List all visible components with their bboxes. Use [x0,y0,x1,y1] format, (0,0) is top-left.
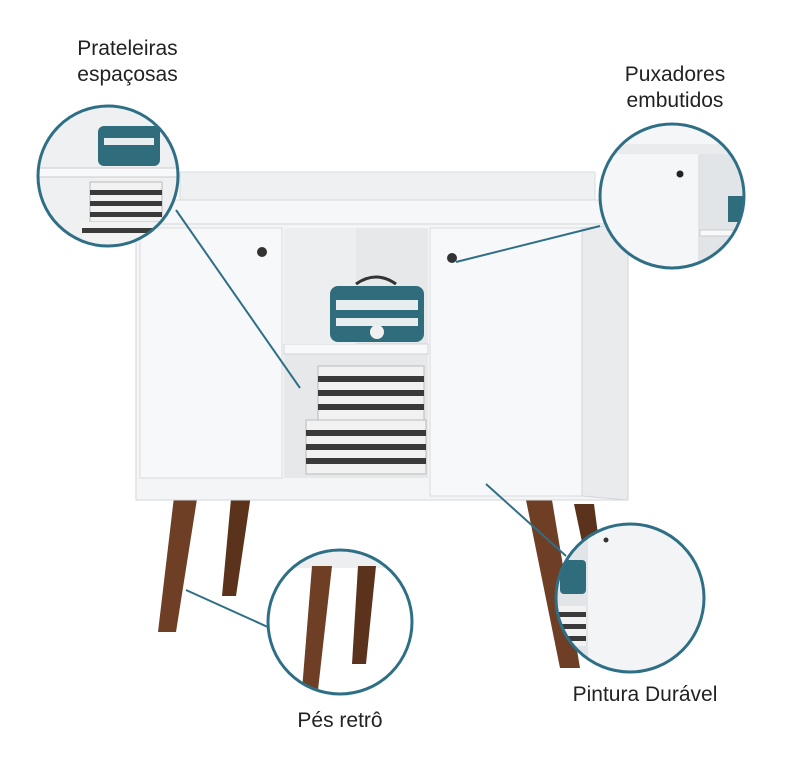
center-shelf [283,343,429,355]
striped-box-lower [305,419,427,475]
callout-legs [266,548,414,696]
striped-box-upper [317,365,425,421]
label-handles: Puxadores embutidos [585,62,765,114]
label-paint: Pintura Durável [572,683,718,706]
right-handle [447,253,457,263]
label-shelves-line1: Prateleiras [77,37,178,60]
cabinet-top-back [179,171,596,201]
label-handles-line2: embutidos [626,89,724,112]
label-shelves: Prateleiras espaçosas [40,36,215,88]
left-door [139,227,283,479]
teal-storage-box [330,275,424,342]
label-legs: Pés retrô [297,709,383,732]
callout-connectors [175,209,601,629]
right-door [429,227,583,497]
label-shelves-line2: espaçosas [77,63,178,86]
label-handles-line1: Puxadores [624,63,726,86]
callout-handles [598,122,746,270]
left-handle [257,247,267,257]
leg-back-left [222,488,252,596]
callout-paint [554,522,706,674]
cabinet-side [581,223,629,501]
leg-front-left [158,480,200,632]
callout-shelves [36,104,180,248]
cabinet-top [159,199,619,225]
